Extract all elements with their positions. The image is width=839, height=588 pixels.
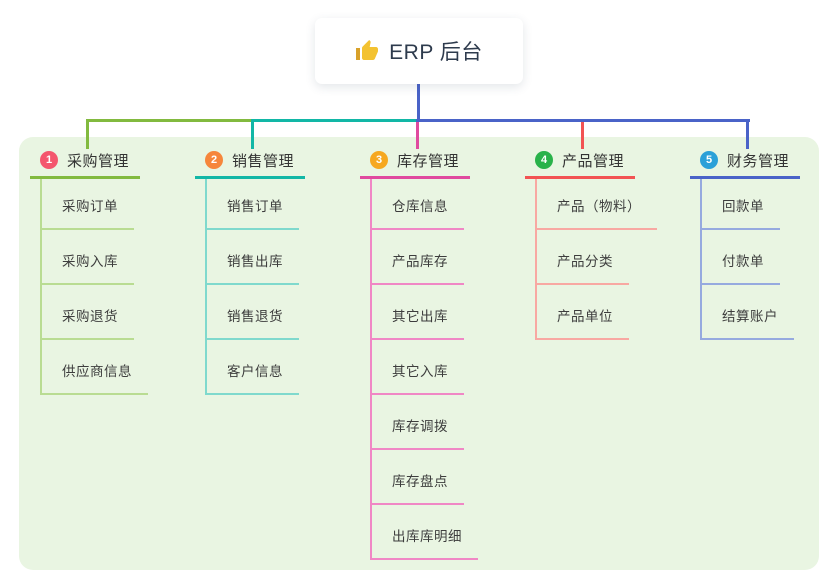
branch-5-title-label: 财务管理 [727, 152, 790, 170]
connector-drop-branch-3 [416, 122, 419, 149]
connector-drop-branch-2 [251, 122, 254, 149]
branch-2-child-node[interactable]: 销售订单 [205, 197, 299, 230]
branch-2-child-node[interactable]: 销售出库 [205, 252, 299, 285]
connector-drop-branch-4 [581, 122, 584, 149]
branch-2-child-label: 销售出库 [227, 254, 283, 269]
branch-1-title-label: 采购管理 [67, 152, 130, 170]
branch-3-child-node[interactable]: 出库库明细 [370, 527, 478, 560]
branch-1-child-label: 供应商信息 [62, 364, 132, 379]
branch-3-child-label: 仓库信息 [392, 199, 448, 214]
branch-3-child-label: 出库库明细 [392, 529, 462, 544]
connector-drop-branch-5 [746, 122, 749, 149]
branch-2-child-node[interactable]: 客户信息 [205, 362, 299, 395]
branch-5-child-label: 结算账户 [722, 309, 778, 324]
branch-1-number-badge: 1 [40, 151, 58, 169]
branch-2-child-label: 销售退货 [227, 309, 283, 324]
branch-3-number-badge: 3 [370, 151, 388, 169]
branch-2-child-node[interactable]: 销售退货 [205, 307, 299, 340]
branch-4-child-node[interactable]: 产品分类 [535, 252, 629, 285]
branch-4-title[interactable]: 4 产品管理 [535, 149, 624, 171]
branch-1-child-label: 采购订单 [62, 199, 118, 214]
branch-3-child-node[interactable]: 库存调拨 [370, 417, 464, 450]
branch-3-child-node[interactable]: 其它入库 [370, 362, 464, 395]
branch-4-child-label: 产品（物料） [557, 199, 641, 214]
branch-3-child-label: 产品库存 [392, 254, 448, 269]
branch-1-child-label: 采购入库 [62, 254, 118, 269]
branch-5-title[interactable]: 5 财务管理 [700, 149, 789, 171]
branch-1-child-node[interactable]: 采购订单 [40, 197, 134, 230]
branch-4-underline [525, 176, 635, 179]
connector-root-trunk [417, 84, 420, 122]
branch-1-underline [30, 176, 140, 179]
connector-rail-blue [416, 119, 750, 122]
branch-1-child-node[interactable]: 供应商信息 [40, 362, 148, 395]
branch-3-child-label: 其它入库 [392, 364, 448, 379]
branch-1-child-node[interactable]: 采购入库 [40, 252, 134, 285]
branch-5-child-node[interactable]: 回款单 [700, 197, 780, 230]
branch-5-number-badge: 5 [700, 151, 718, 169]
branch-3-child-node[interactable]: 仓库信息 [370, 197, 464, 230]
branch-2-child-label: 销售订单 [227, 199, 283, 214]
branch-5-underline [690, 176, 800, 179]
branch-5-child-node[interactable]: 付款单 [700, 252, 780, 285]
branch-5-child-label: 付款单 [722, 254, 764, 269]
branch-2-number-badge: 2 [205, 151, 223, 169]
branch-1-child-label: 采购退货 [62, 309, 118, 324]
connector-drop-branch-1 [86, 122, 89, 149]
connector-rail-green [86, 119, 255, 122]
root-node-label: ERP 后台 [389, 41, 483, 64]
branch-1-child-spine [40, 179, 42, 395]
branch-3-title-label: 库存管理 [397, 152, 460, 170]
branch-4-child-label: 产品单位 [557, 309, 613, 324]
branch-5-child-node[interactable]: 结算账户 [700, 307, 794, 340]
branch-2-child-label: 客户信息 [227, 364, 283, 379]
branch-3-child-spine [370, 179, 372, 560]
root-node[interactable]: ERP 后台 [315, 18, 523, 84]
branch-4-child-node[interactable]: 产品单位 [535, 307, 629, 340]
branch-5-child-label: 回款单 [722, 199, 764, 214]
branch-2-title[interactable]: 2 销售管理 [205, 149, 294, 171]
branch-3-child-node[interactable]: 产品库存 [370, 252, 464, 285]
thumbs-up-icon [355, 39, 379, 63]
branch-3-child-label: 库存调拨 [392, 419, 448, 434]
branch-3-title[interactable]: 3 库存管理 [370, 149, 459, 171]
branch-3-underline [360, 176, 470, 179]
branch-4-child-spine [535, 179, 537, 340]
branch-1-title[interactable]: 1 采购管理 [40, 149, 129, 171]
branch-3-child-node[interactable]: 库存盘点 [370, 472, 464, 505]
branch-3-child-label: 其它出库 [392, 309, 448, 324]
branch-5-child-spine [700, 179, 702, 340]
branch-3-child-label: 库存盘点 [392, 474, 448, 489]
branches-panel [19, 137, 819, 570]
branch-2-child-spine [205, 179, 207, 395]
branch-4-child-label: 产品分类 [557, 254, 613, 269]
branch-4-child-node[interactable]: 产品（物料） [535, 197, 657, 230]
branch-4-number-badge: 4 [535, 151, 553, 169]
connector-rail-teal [251, 119, 420, 122]
branch-4-title-label: 产品管理 [562, 152, 625, 170]
branch-1-child-node[interactable]: 采购退货 [40, 307, 134, 340]
branch-2-title-label: 销售管理 [232, 152, 295, 170]
branch-2-underline [195, 176, 305, 179]
branch-3-child-node[interactable]: 其它出库 [370, 307, 464, 340]
